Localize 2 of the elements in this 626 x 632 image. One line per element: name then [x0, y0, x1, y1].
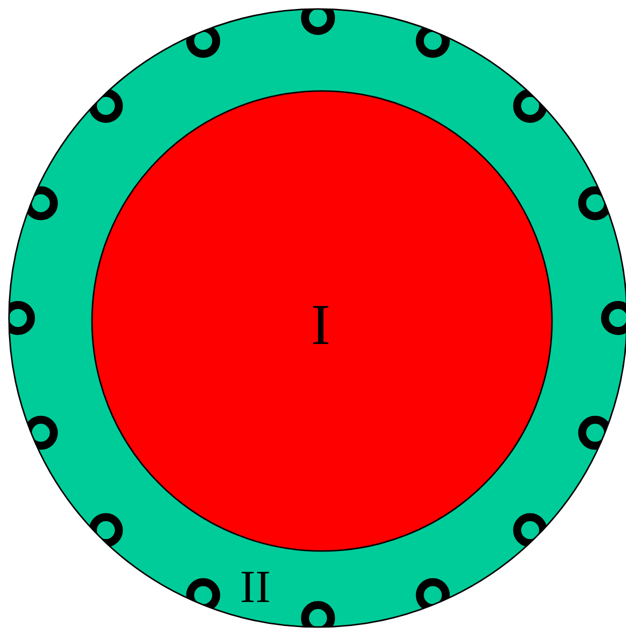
- region-label: II: [240, 564, 271, 610]
- region-label: I: [311, 296, 330, 354]
